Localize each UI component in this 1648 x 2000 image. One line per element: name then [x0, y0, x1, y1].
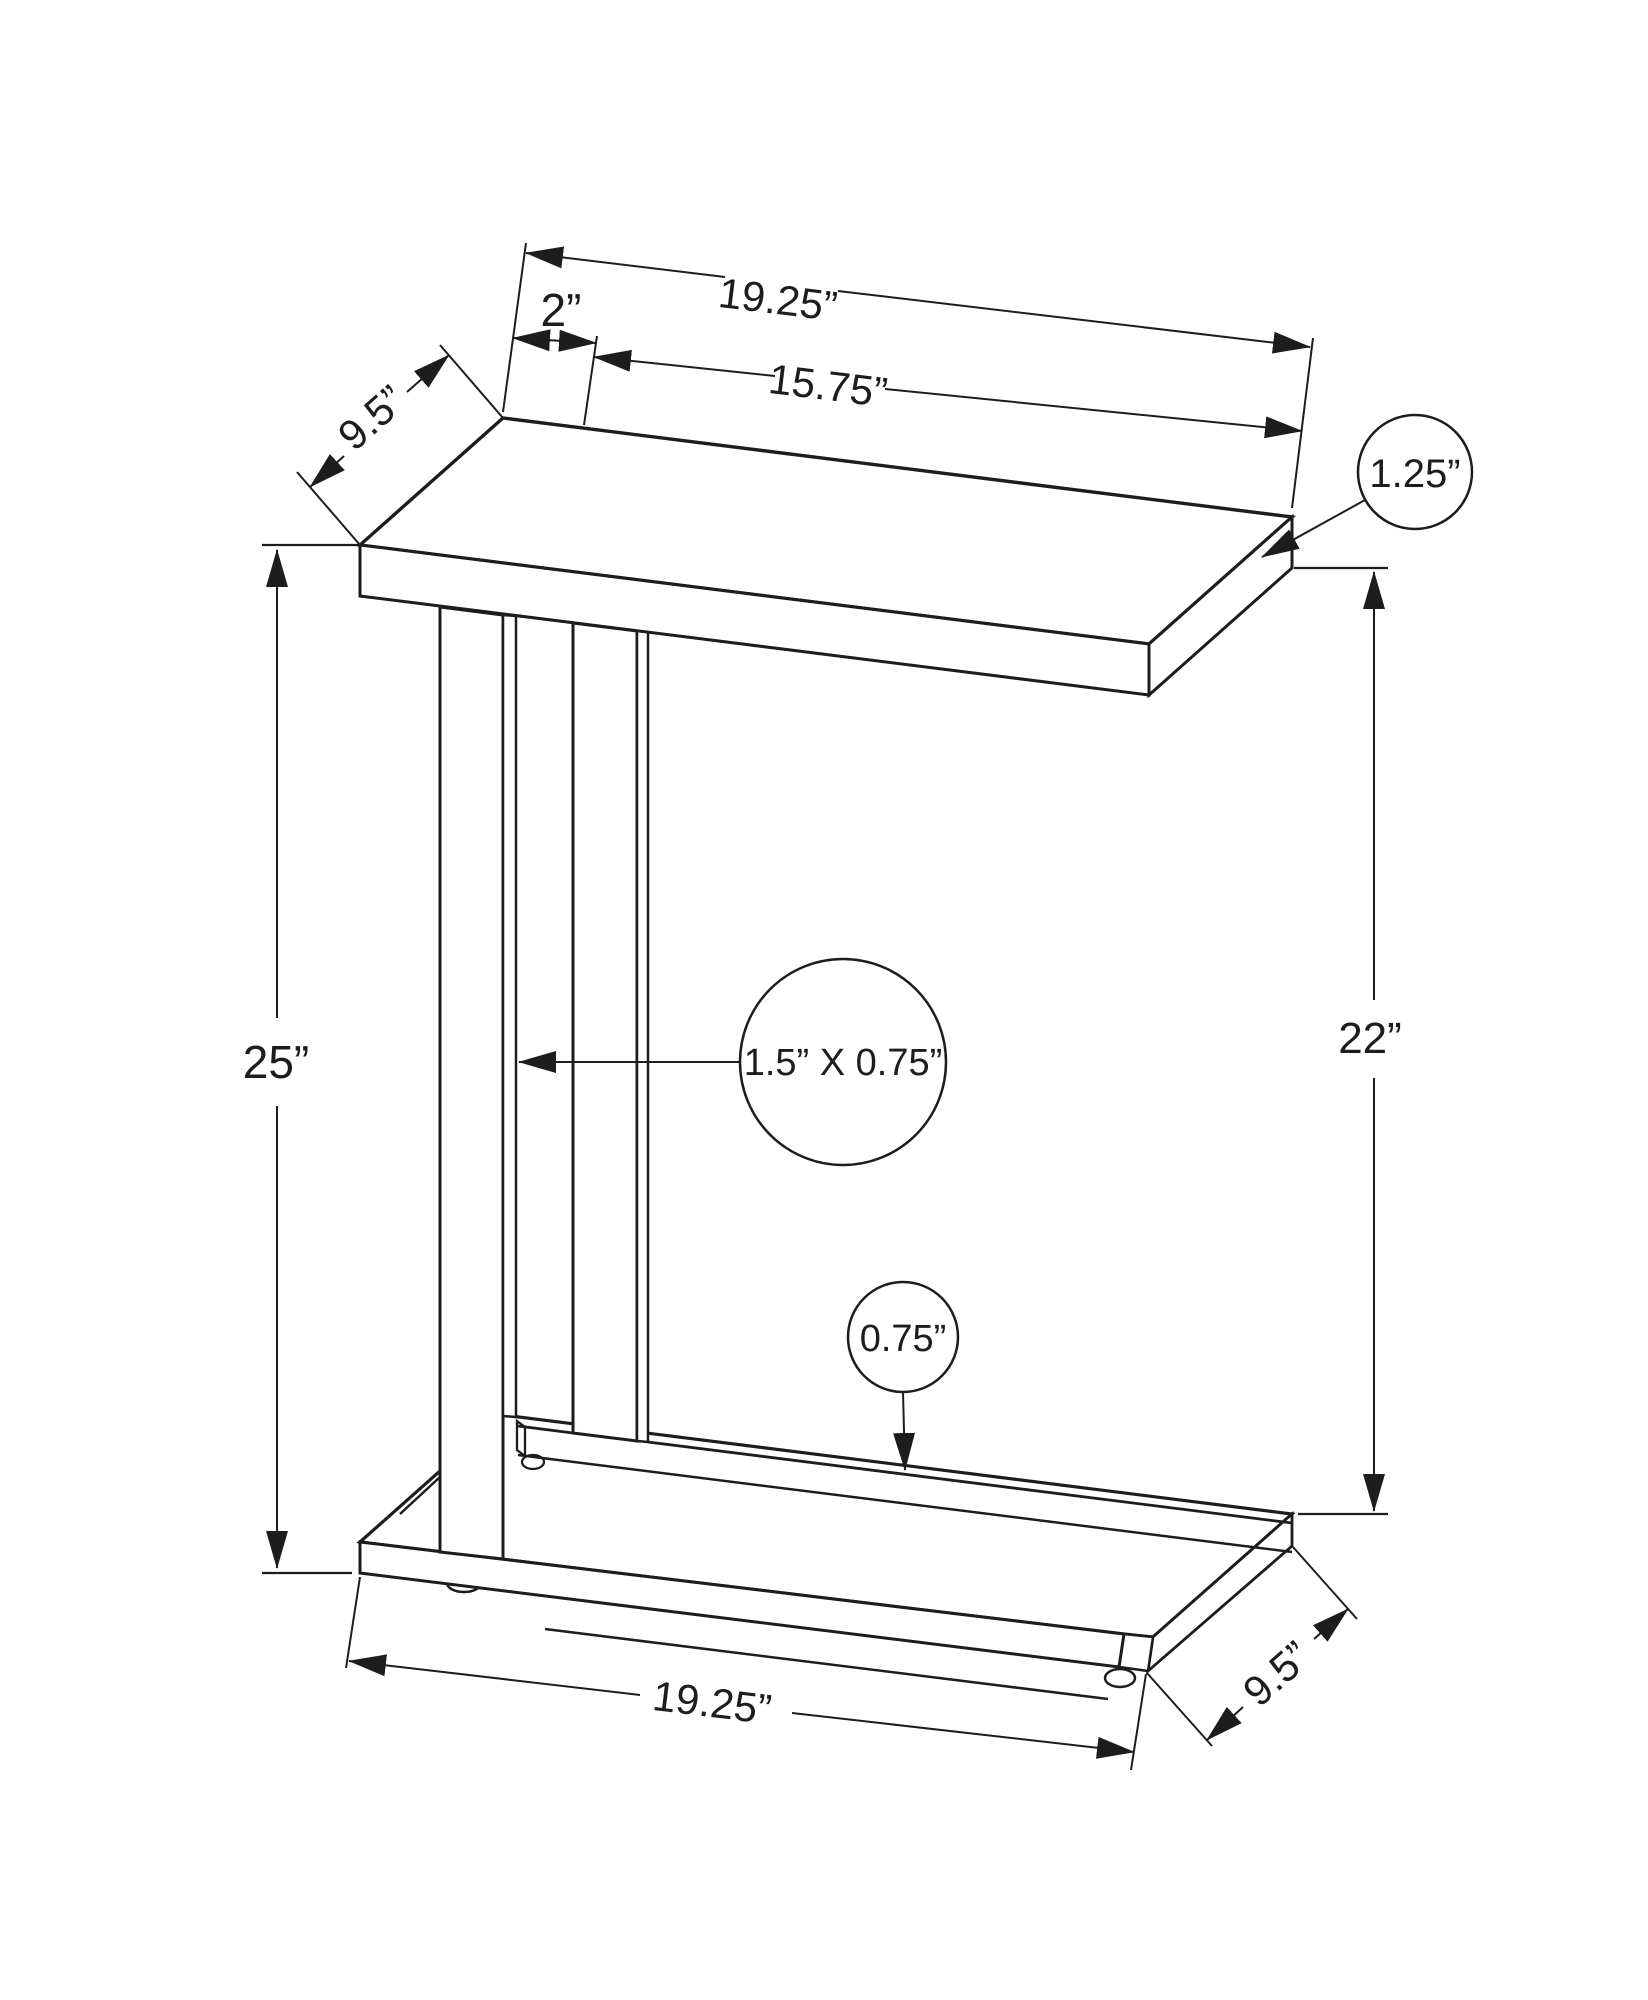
dim-label-base-thickness: 0.75” [860, 1318, 947, 1360]
dim-line-base-depth-b [1312, 1608, 1349, 1642]
dim-line-usable-right [884, 388, 1303, 439]
front-leg-front-face [438, 605, 505, 1561]
extension-line [1291, 337, 1314, 509]
dim-line-overhang [512, 329, 597, 352]
extension-line [1130, 1673, 1147, 1771]
dim-label-overhang: 2” [541, 284, 582, 336]
dim-line-base-depth-a [1206, 1706, 1244, 1741]
extension-line [296, 471, 361, 546]
extension-line [439, 344, 504, 419]
extension-line [502, 242, 527, 413]
leader-top-thickness [1261, 499, 1366, 558]
dimension-annotations: 19.25” 2” 15.75” 9.5” 25” 22” 1.25” [243, 242, 1474, 1771]
extension-line [1146, 1672, 1213, 1747]
dim-label-top-length: 19.25” [716, 269, 840, 330]
dim-line-top-depth-b [406, 354, 450, 393]
base-inner-left-edge [399, 1476, 441, 1515]
foot-right [1103, 1667, 1137, 1689]
dim-label-base-length: 19.25” [650, 1672, 774, 1733]
dim-label-top-depth: 9.5” [329, 376, 414, 459]
dim-line-usable-left [593, 349, 776, 377]
extension-line [583, 335, 598, 426]
tabletop [356, 416, 1296, 699]
dim-label-overall-height: 25” [243, 1036, 309, 1088]
leader-base-thickness [893, 1391, 916, 1471]
support-legs [438, 605, 650, 1561]
dim-label-usable-length: 15.75” [766, 355, 890, 416]
back-leg-front-face [571, 621, 639, 1443]
dim-label-clearance-height: 22” [1338, 1014, 1402, 1063]
dim-line-top-depth-a [309, 453, 345, 488]
base-front-face [358, 1540, 1126, 1669]
back-rail-bottom-edge [517, 1453, 1293, 1554]
dim-line-top-length-right [837, 290, 1311, 354]
base-shelf [356, 1413, 1296, 1701]
dim-label-leg-section: 1.5” X 0.75” [744, 1042, 943, 1084]
dim-line-top-length-left [525, 246, 726, 278]
back-rail-top-edge-right [647, 1440, 1293, 1525]
callout-circle-top-thickness [1356, 413, 1474, 531]
dim-line-base-length-left [348, 1654, 641, 1696]
dim-label-top-thickness: 1.25” [1369, 452, 1460, 496]
base-lower-edge-line [544, 1627, 1109, 1701]
extension-line [1292, 1546, 1358, 1620]
back-rail-top-edge-left [517, 1424, 574, 1435]
front-leg-side-face [501, 613, 518, 1419]
back-leg-side-face [635, 629, 650, 1444]
extension-line [345, 1576, 361, 1669]
dim-label-base-depth: 9.5” [1234, 1632, 1319, 1715]
tabletop-right-end-face [1147, 513, 1294, 699]
dim-line-base-length-right [791, 1712, 1135, 1759]
